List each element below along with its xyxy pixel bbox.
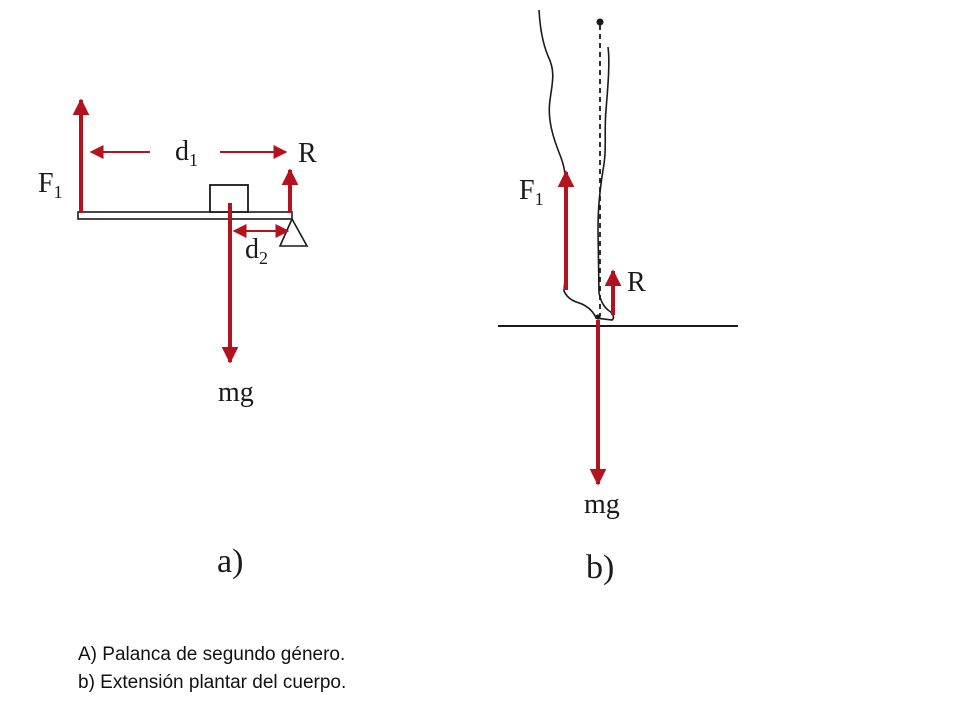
diagram-a-lever: F1 d1 R d2 mg a)	[38, 98, 317, 580]
label-r-a: R	[298, 138, 317, 169]
diagram-b-foot: F1 R mg b)	[498, 9, 738, 586]
panel-label-b: b)	[586, 549, 614, 586]
label-r-b: R	[627, 267, 646, 298]
fulcrum-triangle	[278, 217, 309, 247]
label-mg-b: mg	[584, 489, 620, 520]
label-f1-b: F1	[519, 175, 544, 209]
panel-label-a: a)	[217, 543, 243, 580]
caption-line-2: b) Extensión plantar del cuerpo.	[78, 672, 347, 693]
label-mg-a: mg	[218, 377, 254, 408]
label-f1-a: F1	[38, 168, 63, 202]
caption-line-1: A) Palanca de segundo género.	[78, 644, 346, 665]
center-of-mass-dot	[596, 18, 604, 26]
leg-outline	[538, 9, 615, 321]
label-d1: d1	[175, 136, 198, 170]
contact-point-dot	[595, 314, 601, 320]
lever-bar	[77, 211, 293, 220]
label-d2: d2	[245, 234, 268, 268]
